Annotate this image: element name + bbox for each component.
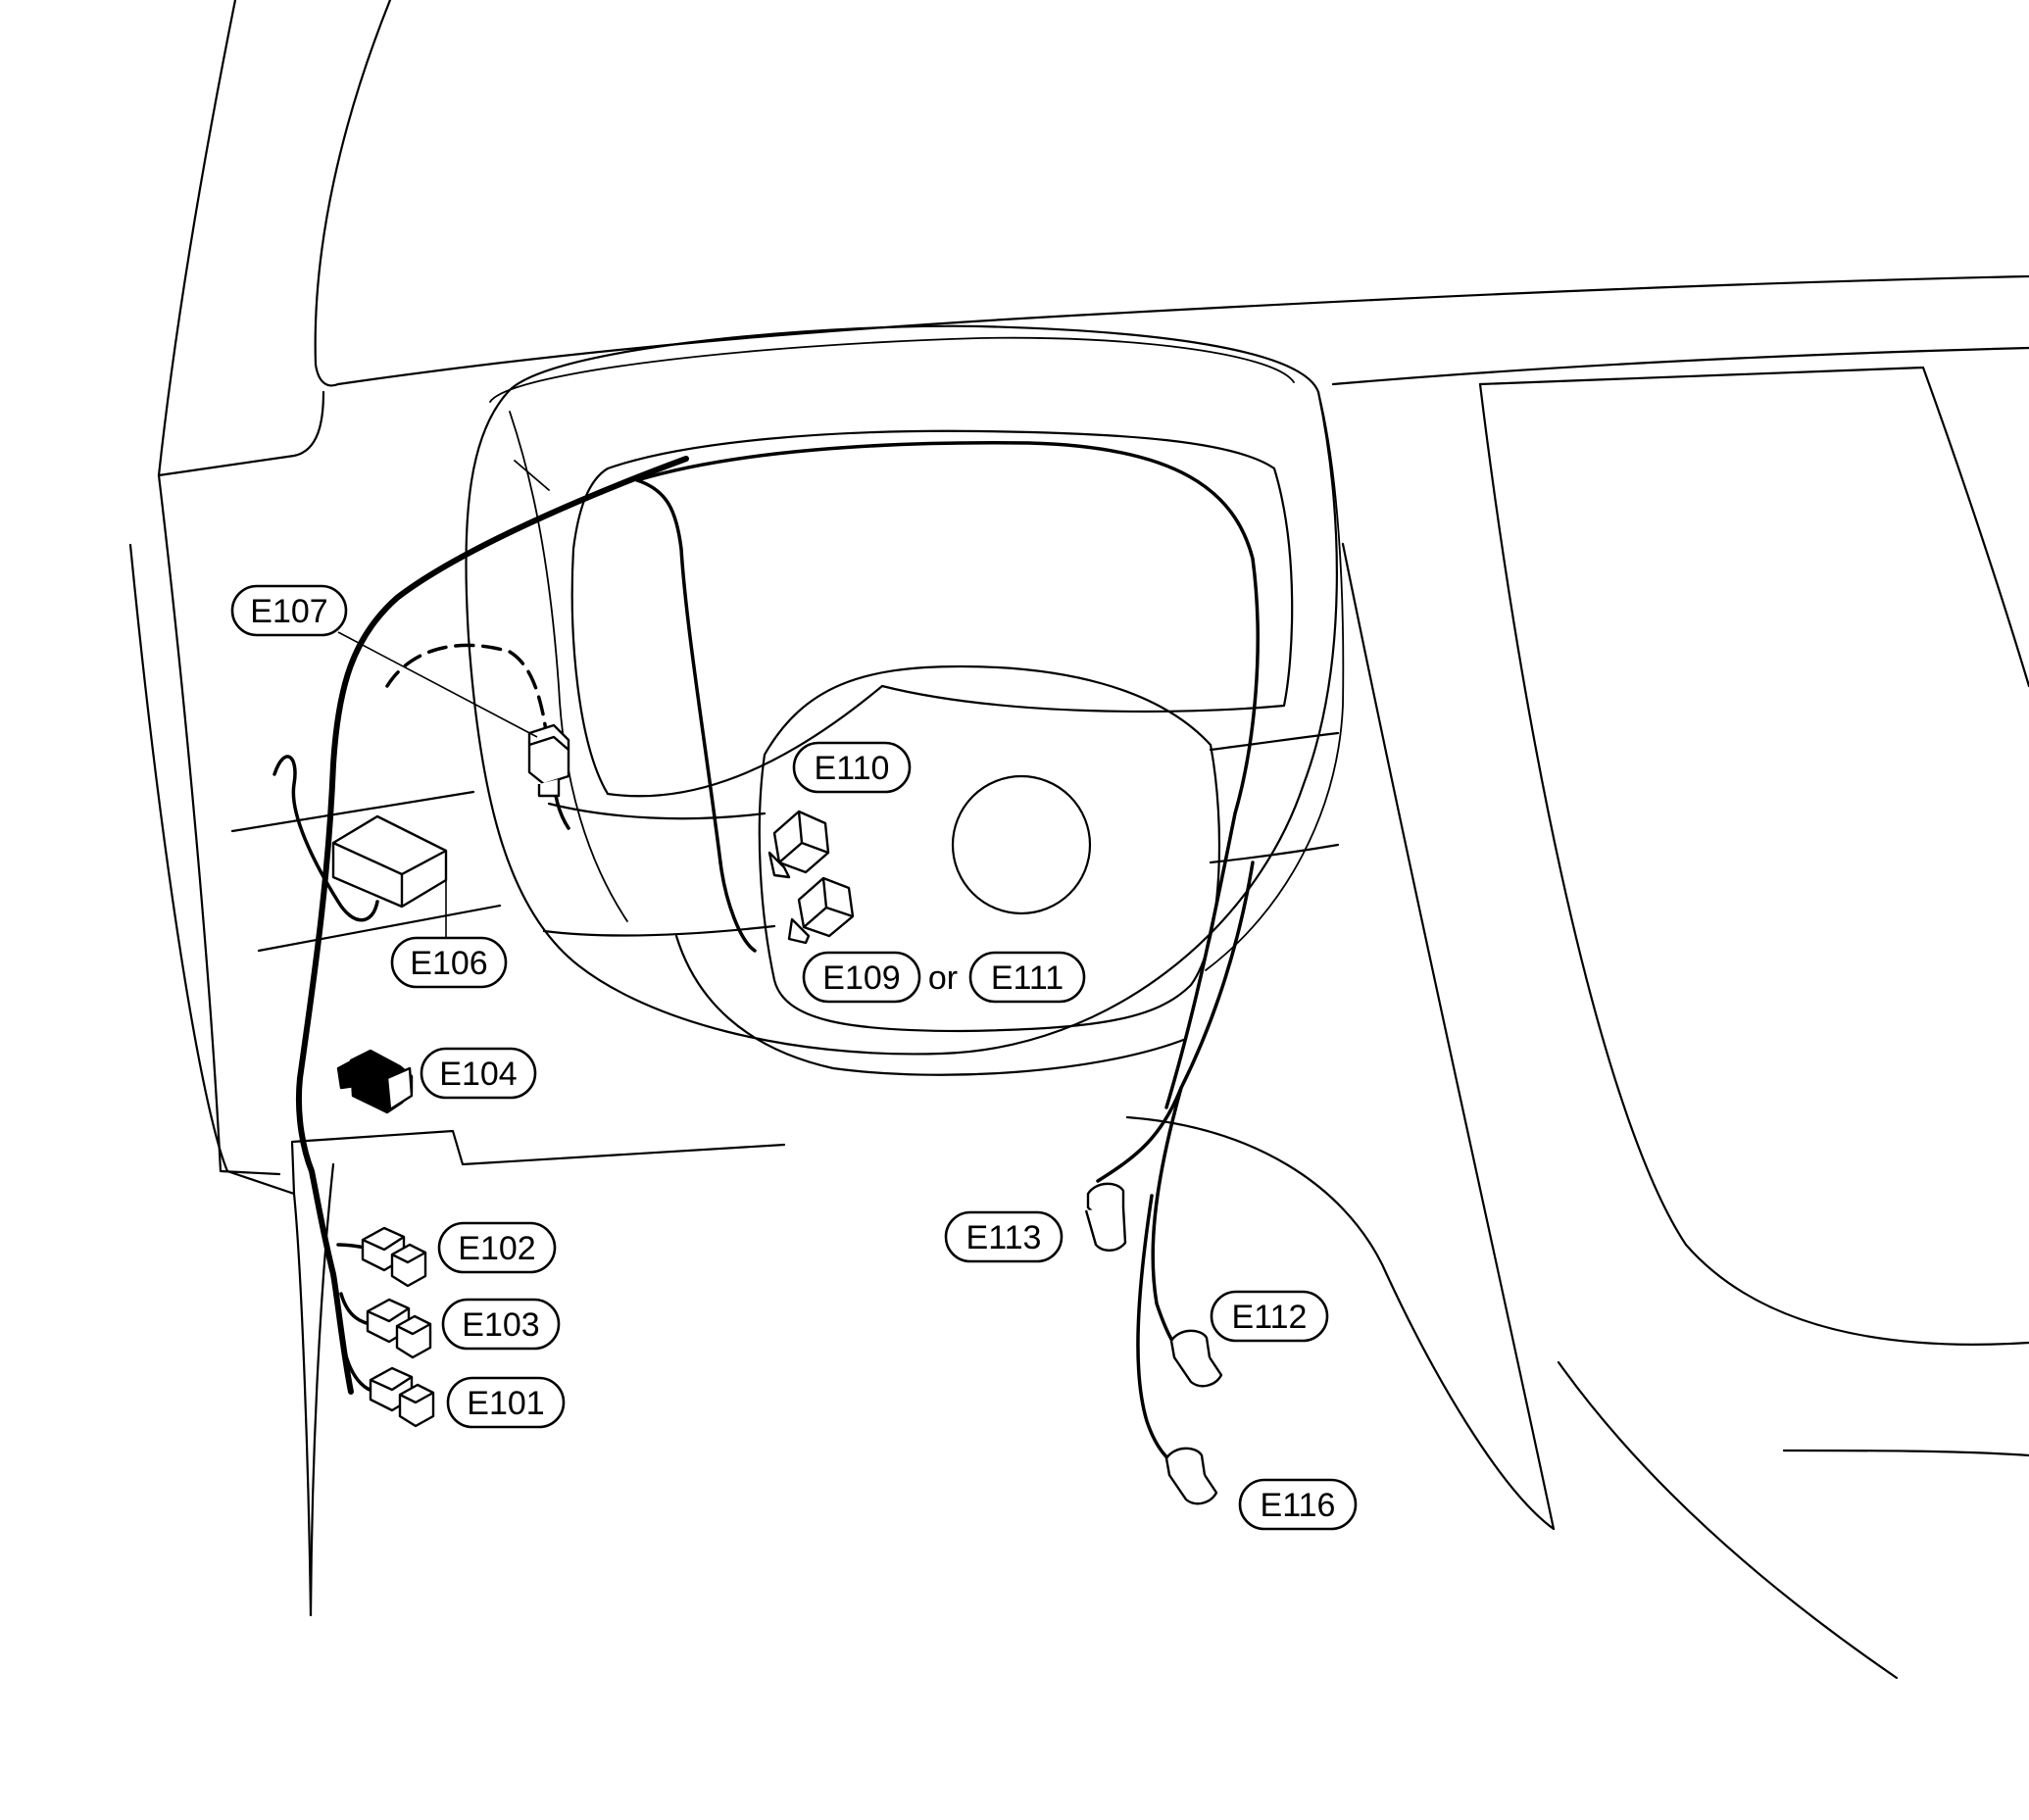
connector-e107	[527, 723, 570, 798]
connector-e104	[336, 1049, 414, 1114]
connector-e103	[366, 1298, 432, 1359]
connector-e110	[767, 810, 830, 879]
callout-e102: E102	[437, 1221, 557, 1274]
callout-or-text: or	[928, 959, 958, 997]
callout-e113-text: E113	[966, 1219, 1042, 1256]
callout-e101: E101	[446, 1376, 566, 1429]
callout-e104: E104	[420, 1047, 537, 1100]
callout-e104-text: E104	[439, 1056, 517, 1093]
callout-e112-text: E112	[1232, 1299, 1308, 1336]
callout-e110-text: E110	[815, 750, 890, 787]
callout-e111: E111	[968, 951, 1086, 1004]
callout-e106: E106	[390, 936, 508, 989]
connector-e113	[1084, 1182, 1127, 1252]
callout-e101-text: E101	[467, 1385, 544, 1422]
connector-e106	[331, 814, 448, 909]
callout-e109: E109	[802, 951, 921, 1004]
connector-e101	[369, 1366, 435, 1428]
callout-e116-text: E116	[1261, 1487, 1336, 1524]
callout-e107-text: E107	[250, 593, 327, 630]
wire-harness-main	[272, 441, 1260, 1472]
callout-e110: E110	[792, 741, 912, 794]
callout-e112: E112	[1210, 1290, 1329, 1343]
connector-e109-e111	[787, 876, 855, 945]
callout-e116: E116	[1238, 1478, 1358, 1531]
callout-e103: E103	[441, 1298, 561, 1351]
connector-e116	[1164, 1447, 1218, 1505]
callout-e113: E113	[944, 1210, 1064, 1263]
callout-e102-text: E102	[458, 1230, 535, 1267]
callout-e103-text: E103	[462, 1306, 539, 1344]
callout-e111-text: E111	[991, 959, 1064, 997]
leader-lines	[337, 631, 538, 944]
connector-e112	[1169, 1329, 1223, 1388]
callout-e106-text: E106	[410, 945, 487, 982]
steering-wheel	[465, 324, 1345, 1076]
connector-e102	[361, 1226, 427, 1288]
callout-e109-text: E109	[822, 959, 900, 997]
vehicle-body-outline	[128, 0, 2029, 1680]
callout-e107: E107	[230, 584, 348, 637]
